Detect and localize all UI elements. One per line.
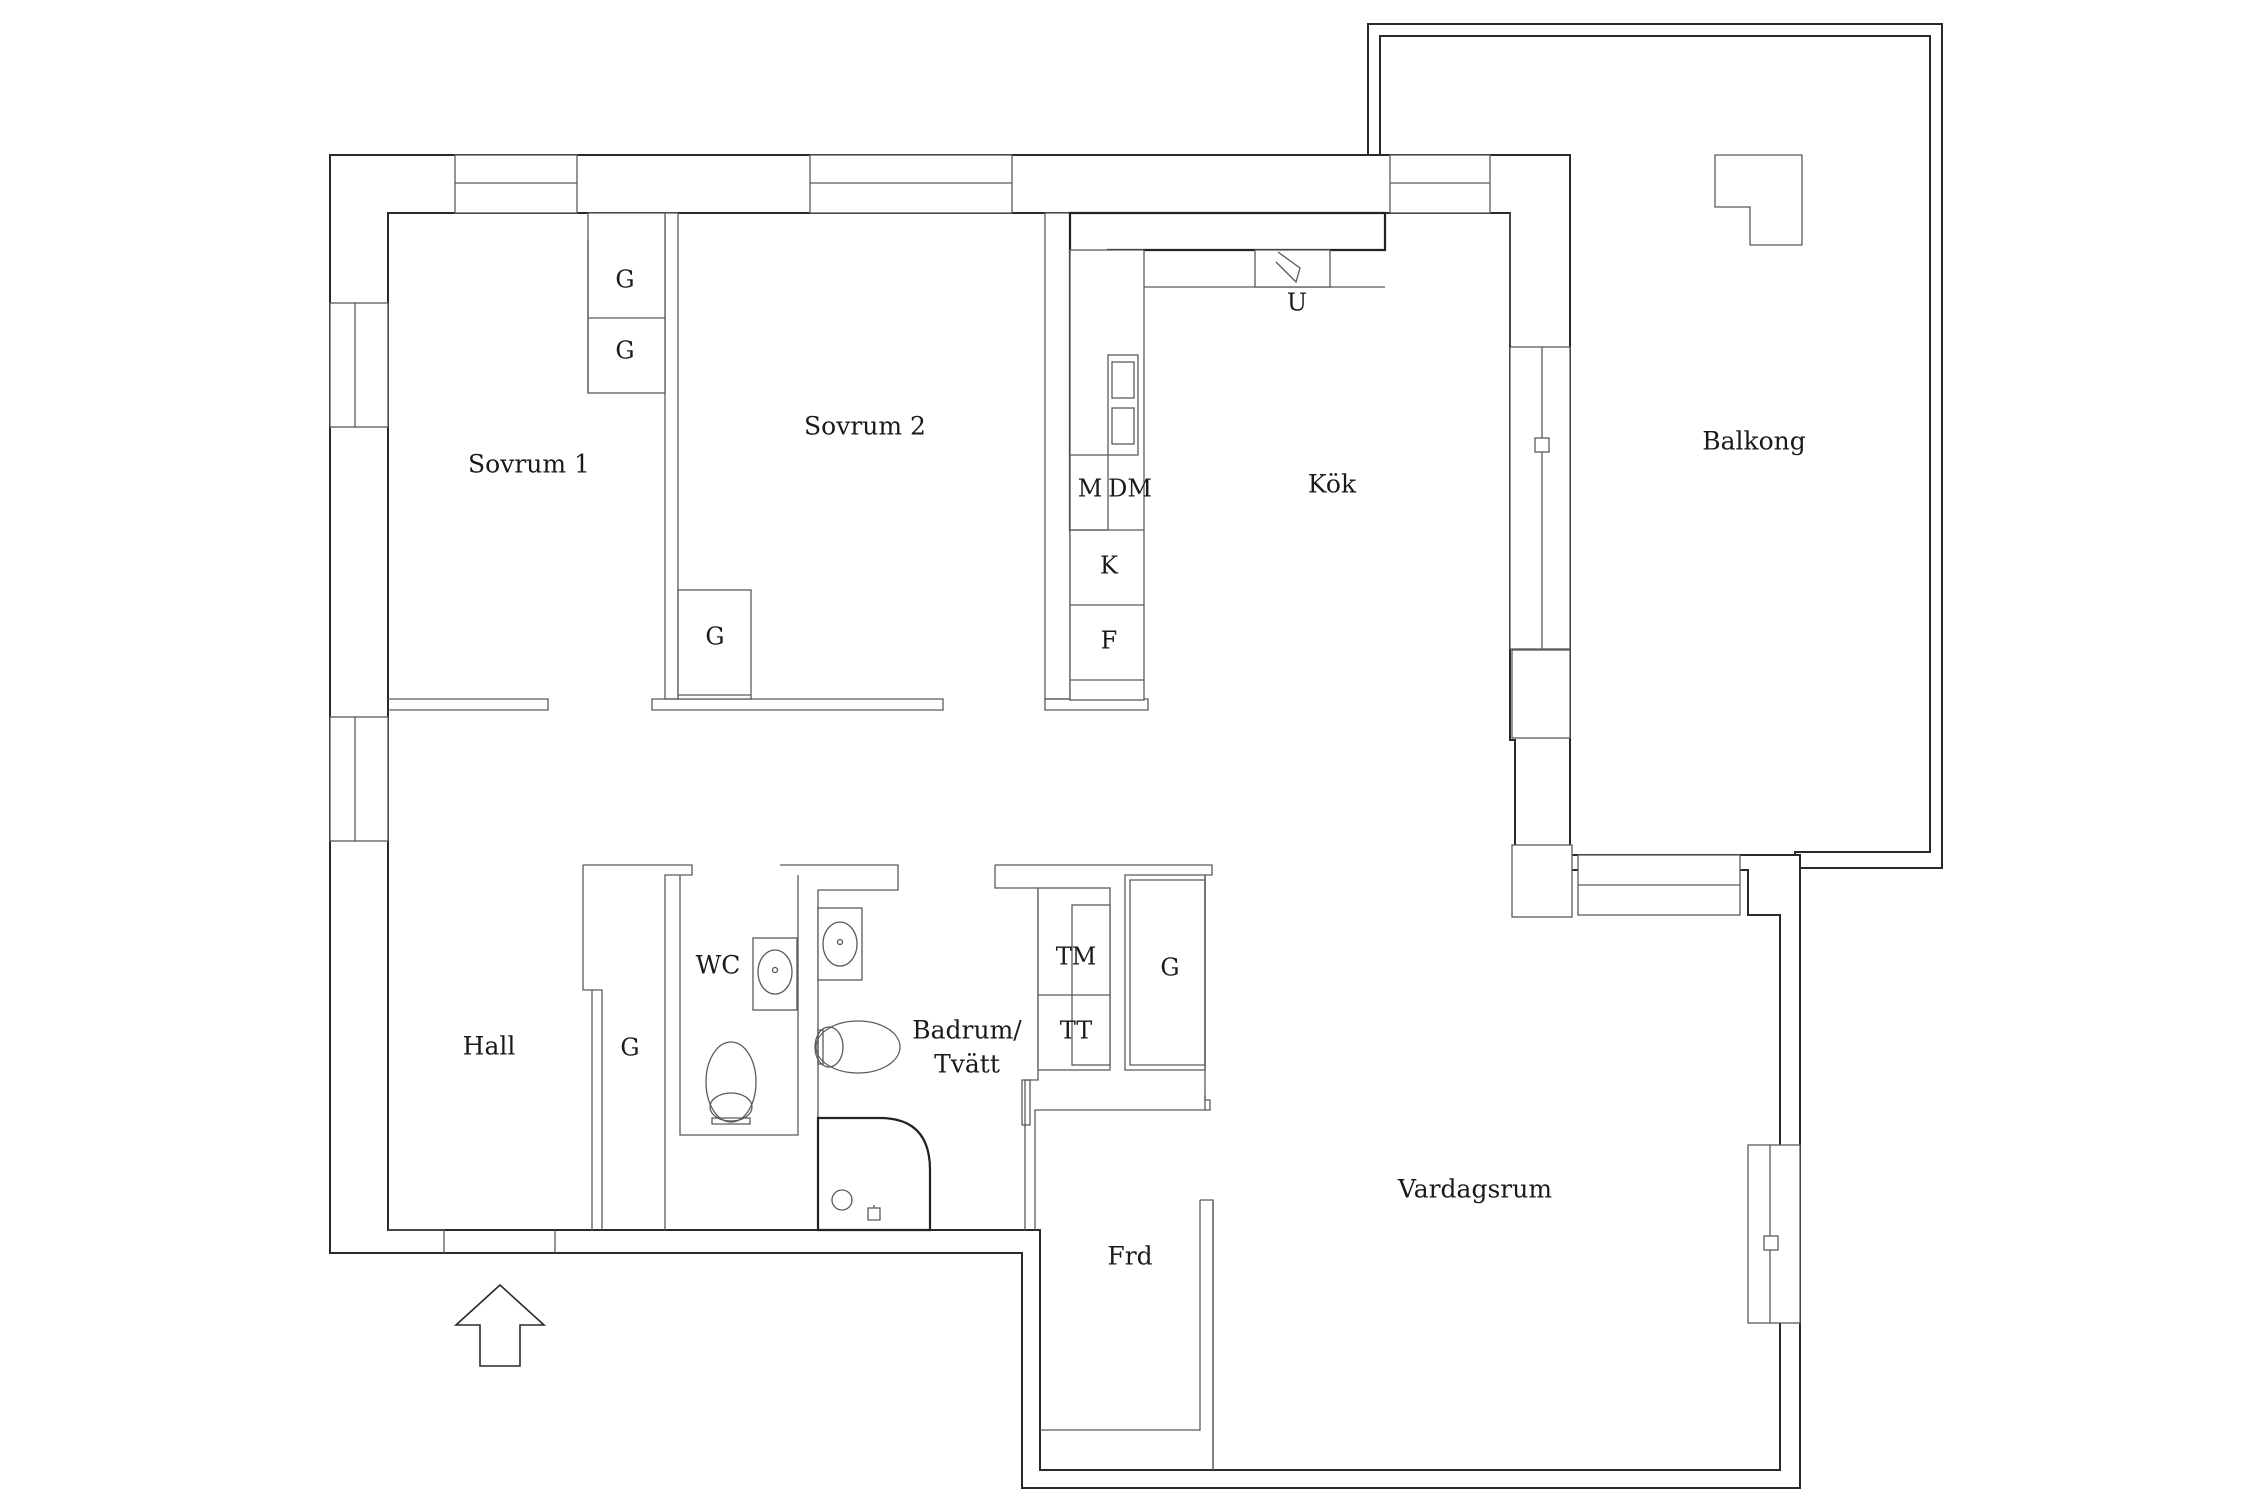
closet-label: G — [705, 623, 724, 651]
room-label-balkong: Balkong — [1702, 427, 1806, 456]
room-labels: Sovrum 1 Sovrum 2 Kök Balkong Hall WC Ba… — [463, 412, 1806, 1271]
wc-fixtures — [705, 937, 798, 1125]
closet-label: G — [620, 1034, 639, 1062]
microwave-label: M — [1078, 475, 1103, 503]
closet-label: G — [615, 266, 634, 294]
room-label-sovrum2: Sovrum 2 — [804, 412, 926, 441]
room-label-vardagsrum: Vardagsrum — [1397, 1175, 1552, 1204]
bathroom-fixtures — [814, 907, 932, 1232]
room-label-badrum: Badrum/ — [912, 1016, 1022, 1045]
dishwasher-label: DM — [1108, 475, 1152, 503]
washer-label: TM — [1056, 943, 1097, 971]
closet-label: G — [1160, 954, 1179, 982]
closets — [587, 212, 1206, 1230]
interior-walls — [388, 212, 1573, 1470]
dryer-label: TT — [1060, 1017, 1092, 1045]
room-label-tvatt: Tvätt — [934, 1050, 1000, 1079]
balcony — [1367, 23, 1943, 869]
room-label-sovrum1: Sovrum 1 — [468, 450, 590, 479]
fixture-labels: G G G G G U M DM K F TM TT — [615, 266, 1307, 1062]
kitchen-counters — [1068, 211, 1387, 701]
fridge-label: K — [1100, 552, 1119, 580]
freezer-label: F — [1101, 627, 1118, 655]
laundry-stack — [1037, 887, 1111, 1071]
room-label-hall: Hall — [463, 1032, 516, 1061]
closet-label: G — [615, 337, 634, 365]
oven-label: U — [1287, 289, 1307, 317]
room-label-wc: WC — [696, 951, 741, 980]
windows — [329, 154, 1801, 1324]
room-label-kok: Kök — [1308, 470, 1357, 499]
room-label-frd: Frd — [1107, 1242, 1152, 1271]
entrance-arrow-icon — [453, 1283, 547, 1367]
